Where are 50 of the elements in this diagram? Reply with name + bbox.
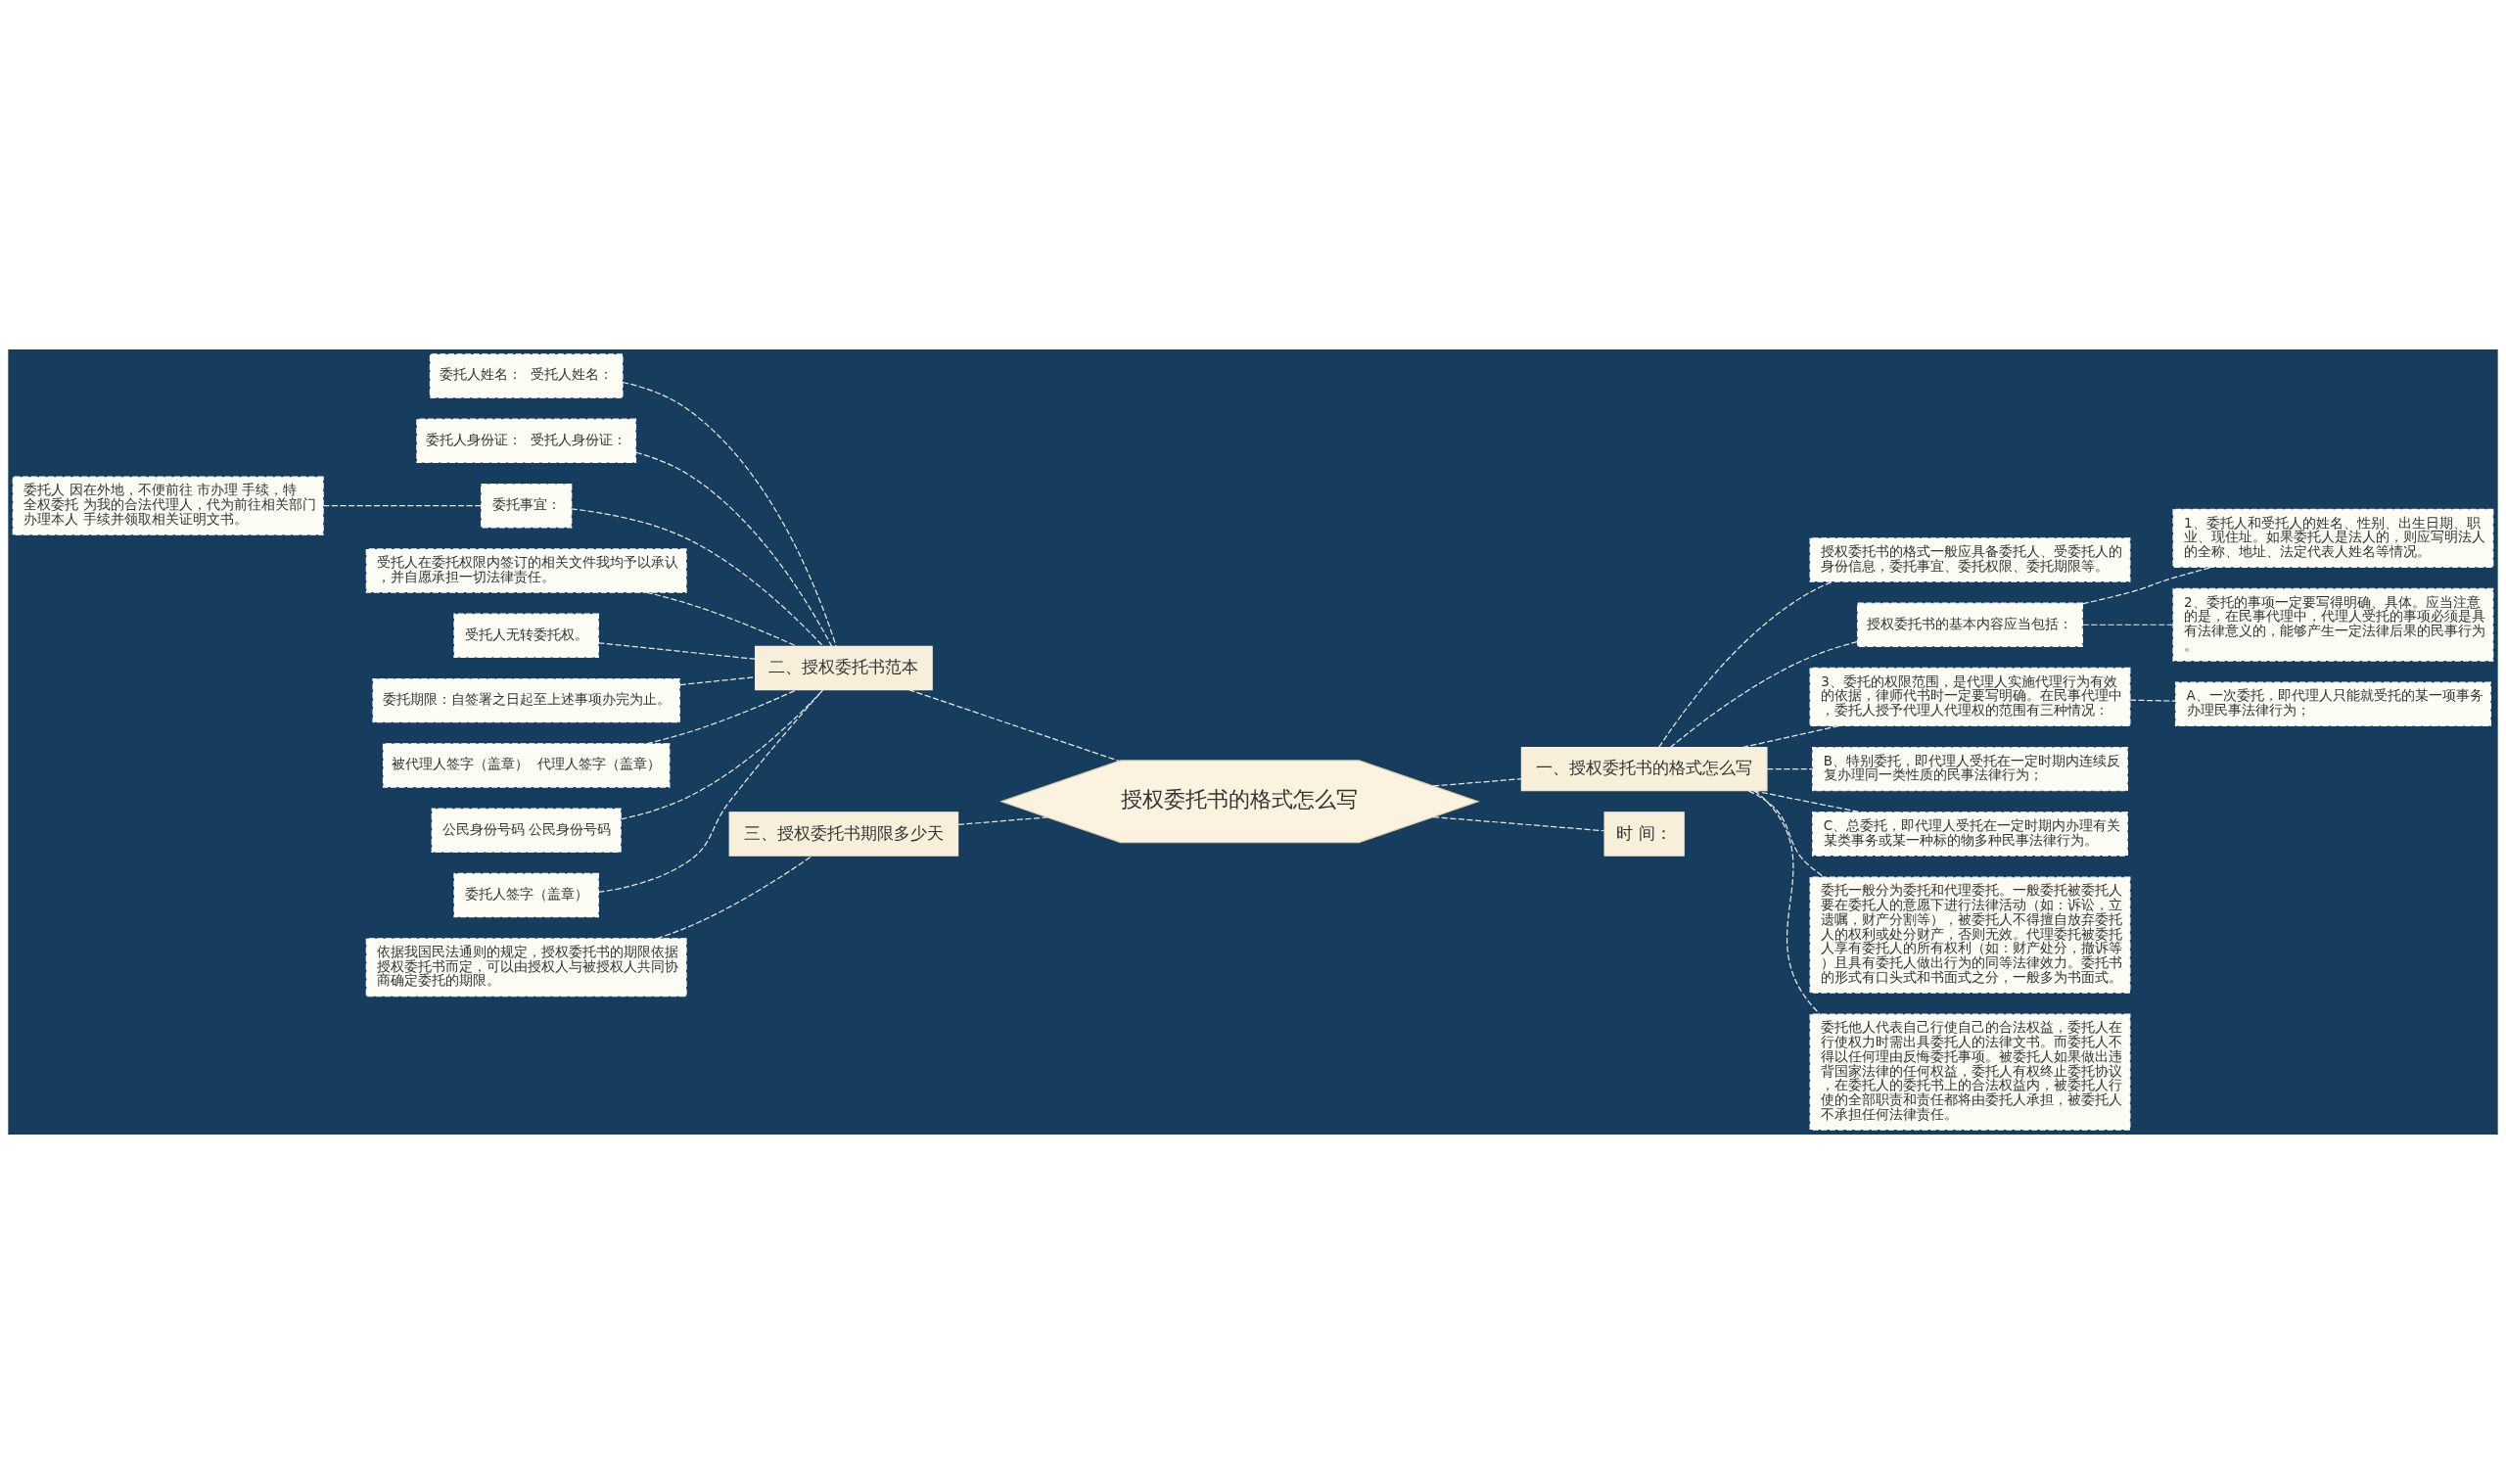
connector xyxy=(908,689,1120,762)
node-box: 3、委托的权限范围，是代理人实施代理行为有效的依据，律师代书时一定要写明确。在民事代理中，委托人授予代理人代理权的范围有三种情况： xyxy=(1809,667,2131,727)
node-box: 受托人无转委托权。 xyxy=(453,613,599,659)
node-box: 委托人签字（盖章） xyxy=(453,872,599,918)
connector xyxy=(1741,724,1840,749)
connector xyxy=(656,855,813,940)
node-box: 公民身份号码 公民身份号码 xyxy=(431,808,622,853)
connector xyxy=(1752,790,1862,813)
node-box: 一、授权委托书的格式怎么写 xyxy=(1520,746,1768,792)
node-box: 委托人 因在外地，不便前往 市办理 手续，特全权委托 为我的合法代理人，代为前往相关部门办理本人 手续并领取相关证明文书。 xyxy=(12,476,324,535)
node-box: 委托人姓名： 受托人姓名： xyxy=(429,353,624,398)
node-box: 被代理人签字（盖章） 代理人签字（盖章） xyxy=(382,743,671,788)
node-box: 2、委托的事项一定要写得明确、具体。应当注意的是，在民事代理中，代理人受托的事项必须是具有法律意义的，能够产生一定法律后果的民事行为。 xyxy=(2172,587,2494,662)
connector xyxy=(1747,790,1826,878)
connector xyxy=(645,689,798,745)
connector xyxy=(1753,790,1821,1015)
connector xyxy=(620,689,824,820)
connector xyxy=(635,451,833,647)
connector xyxy=(1432,778,1522,787)
node-box: C、总委托，即代理人受托在一定时期内办理有关某类事务或某一种标的物多种民事法律行为。 xyxy=(1812,812,2128,857)
node-box: 二、授权委托书范本 xyxy=(755,645,933,691)
connector xyxy=(597,689,824,893)
connector xyxy=(1432,816,1605,832)
node-box: 依据我国民法通则的规定，授权委托书的期限依据授权委托书而定，可以由授权人与被授权人共同协商确定委托的期限。 xyxy=(365,938,687,997)
node-box: B、特别委托，即代理人受托在一定时期内连续反复办理同一类性质的民事法律行为； xyxy=(1812,746,2128,792)
node-box: 委托事宜： xyxy=(481,483,573,529)
connector xyxy=(322,505,482,507)
node-box: 委托他人代表自己行使自己的合法权益，委托人在行使权力时需出具委托人的法律文书。而委托人不得以任何理由反悔委托事项。被委托人如果做出违背国家法律的任何权益，委托人有权终止委托协议，在委托人的委托书上的合法权益内，被委托人行使的全部职责和责任都将由委托人承担，被委托人不承担任何法律责任。 xyxy=(1809,1013,2131,1131)
node-box: 时 间： xyxy=(1603,812,1685,857)
node-box: A、一次委托，即代理人只能就受托的某一项事务办理民事法律行为； xyxy=(2174,681,2491,727)
connector xyxy=(1669,640,1859,749)
node-box: 委托期限：自签署之日起至上述事项办完为止。 xyxy=(372,677,680,723)
connector xyxy=(597,642,756,660)
connector xyxy=(2081,566,2213,605)
node-box: 三、授权委托书期限多少天 xyxy=(728,812,959,857)
connector xyxy=(1766,768,1813,770)
node-box: 授权委托书的格式一般应具备委托人、受委托人的身份信息，委托事宜、委托权限、委托期限等。 xyxy=(1809,537,2131,582)
connector xyxy=(679,676,756,686)
connector xyxy=(2082,624,2174,626)
node-box: 委托人身份证： 受托人身份证： xyxy=(416,418,637,464)
connector xyxy=(571,508,824,647)
node-box: 1、委托人和受托人的姓名、性别、出生日期、职业、现住址。如果委托人是法人的，则应写明法人的全称、地址、法定代表人姓名等情况。 xyxy=(2172,508,2494,568)
node-box: 委托一般分为委托和代理委托。一般委托被委托人要在委托人的意愿下进行法律活动（如：诉讼，立遗嘱，财产分割等），被委托人不得擅自放弃委托人的权利或处分财产，否则无效。代理委托被委托人享有委托人的所有权利（如：财产处分，撤诉等）且具有委托人做出行为的同等法律效力。委托书的形式有口头式和书面式之分，一般多为书面式。 xyxy=(1809,876,2131,994)
connector xyxy=(645,591,798,647)
node-box: 受托人在委托权限内签订的相关文件我均予以承认，并自愿承担一切法律责任。 xyxy=(365,548,687,593)
node-box: 授权委托书的基本内容应当包括： xyxy=(1857,602,2083,647)
connector xyxy=(957,816,1048,826)
connector xyxy=(622,381,837,647)
connector xyxy=(2129,699,2176,702)
connector xyxy=(1658,580,1834,749)
